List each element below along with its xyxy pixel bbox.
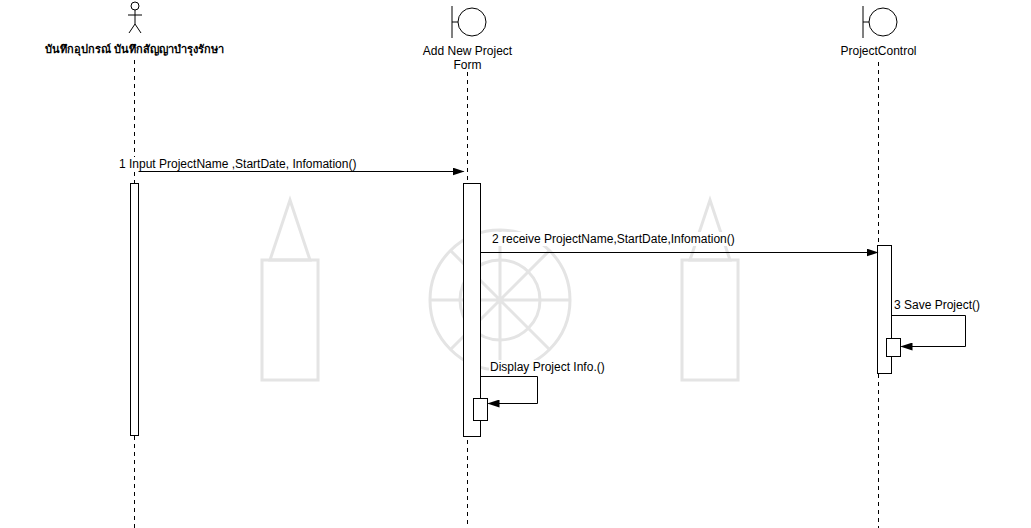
boundary-lifeline: ProjectControl [840, 0, 916, 58]
message-arrow [481, 377, 538, 404]
message-arrow [892, 316, 966, 347]
activation-bar [131, 184, 139, 436]
message-label: 1 Input ProjectName ,StartDate, Infomati… [118, 157, 357, 171]
boundary-icon [446, 0, 490, 44]
lifeline-name: บันทึกอุปกรณ์ บันทึกสัญญาบำรุงรักษา [45, 42, 224, 56]
message-label: Display Project Info.() [489, 360, 606, 374]
activation-bar [474, 399, 488, 421]
actor-icon [113, 0, 157, 42]
boundary-lifeline: Add New Project Form [418, 0, 518, 72]
message-arrow [481, 252, 878, 253]
boundary-icon [857, 0, 901, 44]
message-label: 2 receive ProjectName,StartDate,Infomati… [491, 232, 736, 246]
message-label: 3 Save Project() [893, 298, 981, 312]
activation-bar [887, 339, 901, 357]
message-arrow [139, 171, 464, 172]
lifeline-name: ProjectControl [840, 44, 916, 58]
lifeline-name: Add New Project Form [418, 44, 518, 72]
actor: บันทึกอุปกรณ์ บันทึกสัญญาบำรุงรักษา [45, 0, 224, 56]
